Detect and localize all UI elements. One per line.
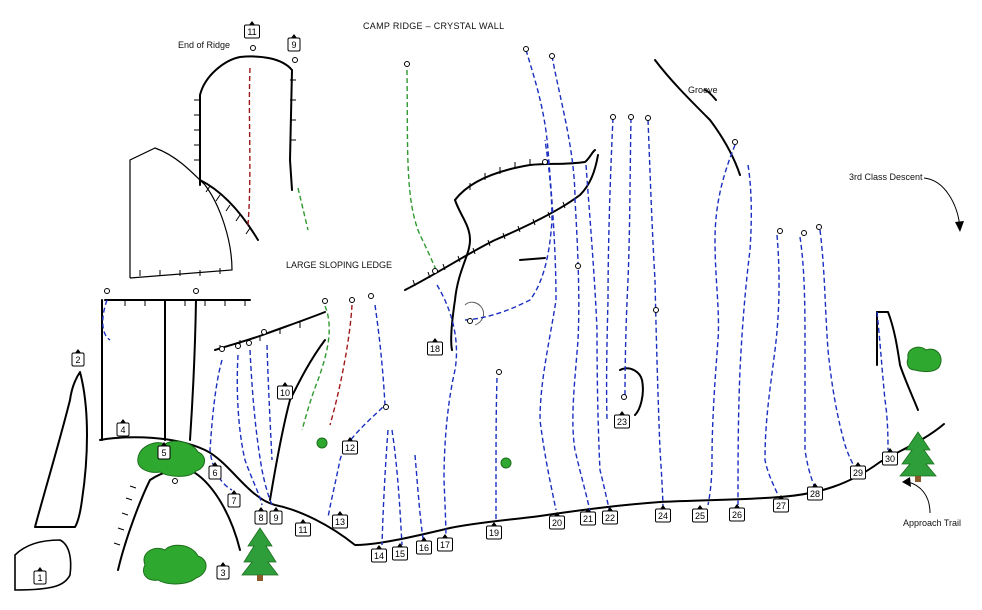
route-badge: 25 — [692, 505, 708, 523]
route-badge-number: 7 — [231, 496, 236, 506]
label-groove: Groove — [688, 85, 718, 95]
route-badge: 3 — [216, 562, 230, 580]
route-badge-number: 14 — [374, 551, 384, 561]
route-badge: 21 — [580, 508, 596, 526]
label-approach-trail: Approach Trail — [903, 518, 961, 528]
route-badge-number: 26 — [732, 510, 742, 520]
route-badge: 5 — [157, 442, 171, 460]
route-badge-number: 15 — [395, 549, 405, 559]
route-badge-number: 12 — [345, 443, 355, 453]
route-badge: 16 — [416, 537, 432, 555]
tree-right — [899, 431, 937, 482]
route-badge: 8 — [254, 507, 268, 525]
central-ridge-formation — [404, 149, 599, 351]
route-badge-number: 9 — [273, 513, 278, 523]
route-badge-number: 25 — [695, 511, 705, 521]
approach-arrow — [902, 477, 931, 514]
route-badge: 17 — [437, 534, 453, 552]
diagram-title: CAMP RIDGE – CRYSTAL WALL — [363, 21, 504, 31]
route-badge-number: 24 — [658, 511, 668, 521]
route-badge-number: 21 — [583, 514, 593, 524]
vegetation — [137, 346, 942, 585]
route-badge: 15 — [392, 543, 408, 561]
route-badge-number: 23 — [617, 417, 627, 427]
routes — [102, 49, 889, 546]
route-badge: 28 — [807, 483, 823, 501]
route-badge: 18 — [427, 338, 443, 356]
route-badge-number: 6 — [212, 468, 217, 478]
route-badge-number: 11 — [298, 525, 307, 535]
tree-left — [241, 527, 279, 581]
route-badge: 22 — [602, 507, 618, 525]
route-badge-number: 19 — [489, 528, 499, 538]
route-badge: 11 — [295, 519, 311, 537]
right-wall-formation — [619, 59, 919, 416]
route-badge-number: 17 — [440, 540, 450, 550]
route-badge: 27 — [773, 495, 789, 513]
route-badge-number: 3 — [220, 568, 225, 578]
route-badge-number: 1 — [37, 573, 42, 583]
label-end-of-ridge: End of Ridge — [178, 40, 230, 50]
route-badge-number: 13 — [335, 517, 345, 527]
route-badge-number: 18 — [430, 344, 440, 354]
route-badge: 9 — [269, 507, 283, 525]
route-badge-number: 29 — [853, 468, 863, 478]
route-badge: 13 — [332, 511, 348, 529]
route-badge-number: 28 — [810, 489, 820, 499]
route-badge: 20 — [549, 512, 565, 530]
route-green-ridge — [297, 187, 309, 231]
route-badge: 6 — [208, 462, 222, 480]
route-badge: 10 — [277, 382, 293, 400]
route-badge-number: 10 — [280, 388, 290, 398]
route-badge-number: 4 — [120, 425, 125, 435]
route-red-left — [247, 67, 251, 226]
end-of-ridge-formation — [129, 55, 296, 279]
route-green-ledge — [406, 69, 438, 273]
ground-line — [99, 423, 945, 546]
anchors — [104, 45, 822, 484]
route-badge: 24 — [655, 505, 671, 523]
route-badge-number: 20 — [552, 518, 562, 528]
route-badge-number: 27 — [776, 501, 786, 511]
route-badge: 14 — [371, 545, 387, 563]
route-badge: 23 — [614, 411, 630, 429]
route-badge: 30 — [882, 448, 898, 466]
route-badge-number: 2 — [75, 355, 80, 365]
route-badge: 7 — [227, 490, 241, 508]
route-badge-number: 22 — [605, 513, 615, 523]
route-badge: 19 — [486, 522, 502, 540]
route-badge: 11 — [244, 21, 260, 39]
route-badge: 1 — [33, 567, 47, 585]
route-badge-number: 16 — [419, 543, 429, 553]
route-badge-number: 5 — [161, 448, 166, 458]
route-badge-number: 8 — [258, 513, 263, 523]
label-large-sloping-ledge: LARGE SLOPING LEDGE — [286, 260, 392, 270]
descent-arrow — [923, 177, 964, 232]
label-descent: 3rd Class Descent — [849, 172, 923, 182]
route-badge-number: 30 — [885, 454, 895, 464]
route-badge: 29 — [850, 462, 866, 480]
route-badge: 2 — [71, 349, 85, 367]
route-badge: 12 — [342, 437, 358, 455]
route-badge: 9 — [287, 34, 301, 52]
route-badge: 4 — [116, 419, 130, 437]
route-badge-number: 9 — [291, 40, 296, 50]
route-red-mid — [329, 304, 353, 426]
route-badge-number: 11 — [247, 27, 256, 37]
route-badge: 26 — [729, 504, 745, 522]
route-green-10 — [301, 305, 330, 431]
